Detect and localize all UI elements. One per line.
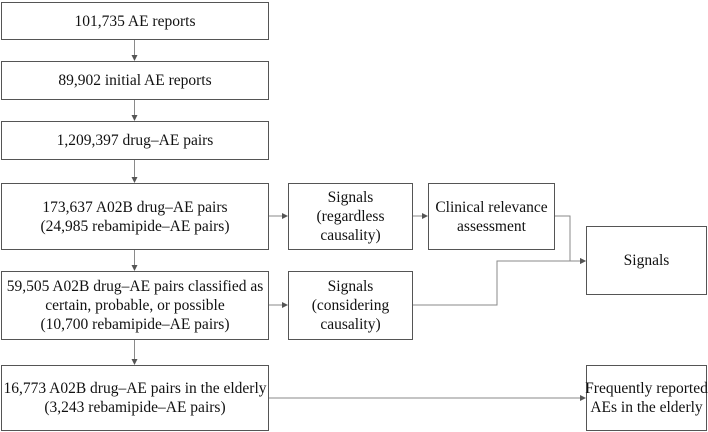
box-frequently-reported-line2: AEs in the elderly: [590, 399, 703, 416]
box-ae-reports: 101,735 AE reports: [1, 2, 269, 40]
box-elderly-pairs: 16,773 A02B drug–AE pairs in the elderly…: [1, 365, 269, 431]
box-drug-ae-pairs-text: 1,209,397 drug–AE pairs: [56, 132, 214, 149]
box-signals-regardless-line1: Signals: [327, 189, 374, 206]
box-clinical-relevance-line1: Clinical relevance: [435, 198, 548, 216]
box-signals-regardless-line3: causality): [320, 227, 381, 244]
box-signals-considering-line1: Signals: [327, 278, 374, 295]
box-signals-regardless-causality: Signals (regardless causality): [288, 183, 413, 250]
box-classified-pairs-line2: certain, probable, or possible: [45, 297, 225, 314]
box-clinical-relevance-assessment: Clinical relevance assessment: [428, 183, 555, 250]
box-signals-final: Signals: [586, 226, 707, 295]
arrow-signals-considering-to-signals: [413, 258, 586, 306]
box-frequently-reported-line1: Frequently reported: [585, 380, 708, 397]
box-a02b-pairs-line2: (24,985 rebamipide–AE pairs): [40, 217, 230, 235]
box-a02b-pairs: 173,637 A02B drug–AE pairs (24,985 rebam…: [1, 183, 269, 250]
box-clinical-relevance-line2: assessment: [457, 217, 526, 235]
box-signals-considering-line2: (considering: [311, 297, 390, 314]
box-ae-reports-text: 101,735 AE reports: [74, 12, 196, 30]
box-elderly-pairs-line2: (3,243 rebamipide–AE pairs): [44, 399, 226, 416]
arrow-clinical-to-signals: [555, 215, 586, 264]
box-initial-ae-reports-text: 89,902 initial AE reports: [58, 72, 212, 89]
box-signals-considering-line3: causality): [320, 316, 381, 333]
box-a02b-pairs-line1: 173,637 A02B drug–AE pairs: [42, 198, 228, 216]
box-drug-ae-pairs: 1,209,397 drug–AE pairs: [1, 121, 269, 160]
box-signals-considering-causality: Signals (considering causality): [288, 271, 413, 340]
box-classified-pairs-line3: (10,700 rebamipide–AE pairs): [40, 316, 230, 333]
box-classified-pairs: 59,505 A02B drug–AE pairs classified as …: [1, 271, 269, 340]
box-elderly-pairs-line1: 16,773 A02B drug–AE pairs in the elderly: [3, 380, 267, 397]
box-classified-pairs-line1: 59,505 A02B drug–AE pairs classified as: [6, 278, 264, 295]
box-frequently-reported-aes: Frequently reported AEs in the elderly: [585, 365, 708, 431]
box-signals-regardless-line2: (regardless: [316, 208, 385, 225]
box-initial-ae-reports: 89,902 initial AE reports: [1, 61, 269, 100]
box-signals-final-text: Signals: [623, 252, 670, 269]
